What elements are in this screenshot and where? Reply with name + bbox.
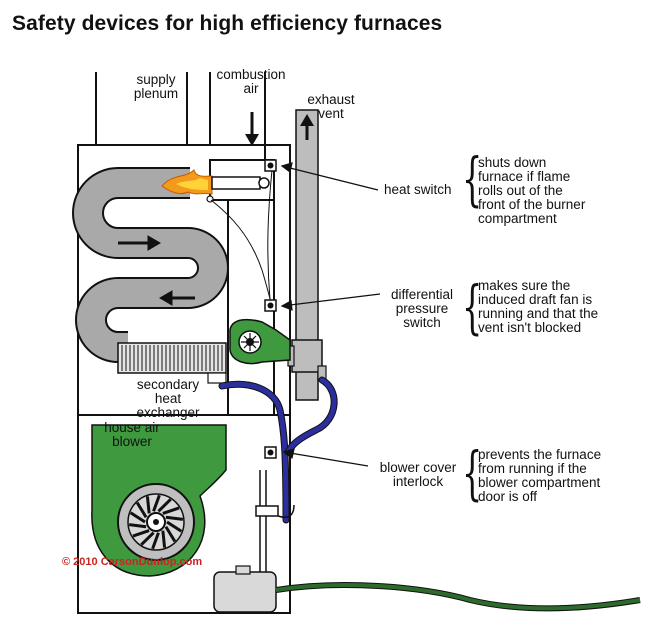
copyright-watermark: © 2010 CarsonDunlop.com [62,556,203,568]
exhaust-arrow [300,114,314,126]
primary-heat-exchanger [72,167,229,363]
pressure-switch-label: differential pressure switch [390,287,454,330]
secondary-heat-exchanger-label: secondary heat exchanger [136,377,200,420]
house-air-blower [91,424,227,577]
brace-heat-switch: { [462,145,483,213]
heat-switch-label: heat switch [384,182,452,197]
furnace-cabinet [77,144,291,614]
condensate-hoses [218,376,338,524]
flow-arrows [118,235,195,306]
page-title: Safety devices for high efficiency furna… [12,12,443,35]
exhaust-vent-pipe [287,109,327,401]
heat-switch-note: shuts down furnace if flame rolls out of… [478,155,586,226]
combustion-air-arrow [245,134,259,146]
condensate-pump [213,565,277,613]
brace-interlock: { [462,439,483,507]
supply-plenum [95,72,188,145]
brace-pressure-switch: { [462,273,483,341]
pressure-switch-note: makes sure the induced draft fan is runn… [478,278,599,335]
supply-plenum-label: supply plenum [133,72,179,101]
interlock-note: prevents the furnace from running if the… [478,447,602,504]
combustion-air-label: combustion air [216,67,286,96]
house-air-blower-label: house air blower [104,420,160,449]
blower-cover-interlock-label: blower cover interlock [379,460,457,489]
exhaust-vent-label: exhaust vent [307,92,355,121]
burner-tube [211,176,261,190]
drain-tubing [255,470,295,580]
secondary-heat-exchanger [117,342,227,384]
leader-lines [280,162,381,467]
induced-draft-fan [229,318,291,365]
